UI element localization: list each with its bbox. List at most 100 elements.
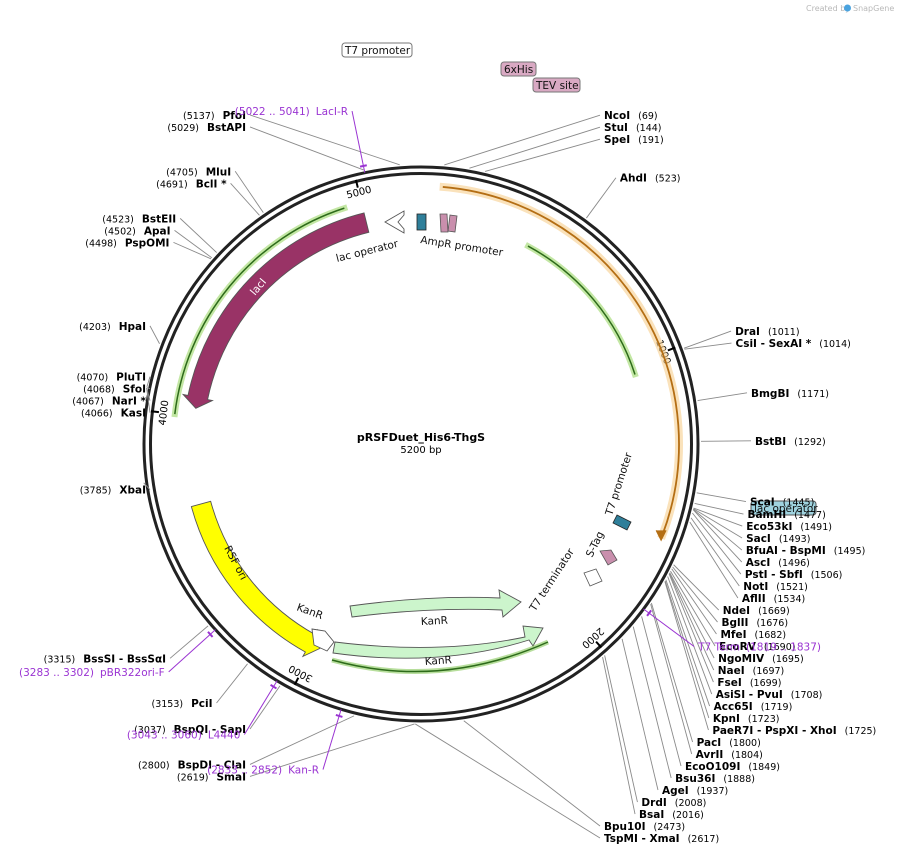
primer-mark: [207, 631, 214, 638]
site-label: PaeR7I - PspXI - XhoI (1725): [712, 725, 876, 737]
site-position: (1676): [756, 618, 788, 629]
site-label: (5029) BstAPI: [167, 122, 246, 134]
primer-label: (5022 .. 5041)LacI-R: [235, 106, 348, 118]
site-position: (5029): [167, 123, 199, 134]
site-position: (1495): [834, 546, 866, 557]
site-label: DraI(1011): [735, 326, 799, 338]
primer-label: (2833 .. 2852)Kan-R: [207, 765, 319, 777]
features: [171, 182, 683, 658]
tev-site-box: TEV site: [532, 77, 581, 93]
tick-label: 5000: [345, 185, 372, 202]
site-label: (3785)XbaI: [80, 485, 146, 497]
site-name: BspDI - ClaI: [178, 759, 246, 771]
site-position: (2016): [672, 810, 704, 821]
site-name: SpeI: [604, 134, 630, 146]
site-label: BamHI(1477): [747, 509, 825, 521]
primer-range: (3043 .. 3060): [127, 730, 202, 742]
site-position: (1697): [753, 666, 785, 677]
site-label: NgoMIV(1695): [718, 653, 804, 665]
site-position: (4070): [77, 373, 109, 384]
site-name: TspMI - XmaI: [604, 833, 680, 845]
site-position: (3153): [152, 699, 184, 710]
site-position: (1491): [800, 522, 832, 533]
t7-promoter-label: T7 promoter: [603, 451, 635, 518]
site-position: (4068): [83, 385, 115, 396]
site-name: BglII: [722, 617, 749, 629]
site-name: XbaI: [119, 485, 146, 497]
tick-mark: [595, 640, 603, 649]
site-name: DrdI: [641, 797, 666, 809]
site-name: SacI: [746, 533, 771, 545]
small-features: [311, 210, 632, 675]
site-name: EcoRV: [719, 641, 757, 653]
site-label: (2800) BspDI - ClaI: [138, 759, 246, 771]
site-position: (3037): [134, 725, 166, 736]
site-position: (1695): [772, 654, 804, 665]
site-position: (1292): [794, 437, 826, 448]
primer-label: (3043 .. 3060)L4440: [127, 730, 241, 742]
site-label: AhdI(523): [620, 173, 681, 185]
site-label: CsiI - SexAI *(1014): [735, 338, 850, 350]
site-label: NcoI(69): [604, 110, 658, 122]
site-label: DrdI(2008): [641, 797, 706, 809]
site-position: (2800): [138, 760, 170, 771]
site-position: (1849): [748, 762, 780, 773]
lac-operator-box: lac operator: [750, 500, 818, 516]
site-position: (4523): [102, 214, 134, 225]
credit: Created by SnapGene: [806, 4, 894, 13]
t7-promoter-box: T7 promoter: [341, 42, 413, 58]
site-position: (2619): [177, 772, 209, 783]
site-name: AscI: [746, 557, 771, 569]
site-label: SacI (1493): [746, 533, 810, 545]
site-position: (2473): [654, 822, 686, 833]
site-position: (523): [655, 174, 681, 185]
site-position: (1171): [797, 389, 829, 400]
site-name: AgeI: [662, 785, 689, 797]
svg-text:lac operator: lac operator: [754, 503, 818, 515]
lac-operator-label: AmpR promoter: [420, 234, 505, 259]
site-name: PfoI: [223, 110, 246, 122]
primer-label: (3283 .. 3302)pBR322ori-F: [19, 667, 165, 679]
site-position: (1937): [697, 786, 729, 797]
site-label: AvrII(1804): [696, 749, 763, 761]
site-name: BstEII: [142, 213, 176, 225]
boxed-labels: T7 promoter 6xHis TEV site lac operator: [341, 42, 818, 516]
site-name: BstAPI: [207, 122, 246, 134]
site-label: Acc65I(1719): [714, 701, 793, 713]
svg-text:T7 promoter: T7 promoter: [344, 45, 411, 57]
site-label: (4066)KasI: [81, 408, 146, 420]
primer-label: T7 Term(1819 .. 1837): [697, 641, 821, 653]
plasmid-length: 5200 bp: [400, 445, 441, 456]
site-label: TspMI - XmaI(2617): [604, 833, 719, 845]
site-leaders: [143, 110, 751, 839]
site-position: (1493): [779, 534, 811, 545]
site-position: (3315): [44, 654, 76, 665]
primer-name: pBR322ori-F: [100, 667, 165, 679]
site-position: (1725): [845, 726, 877, 737]
site-name: Eco53kI: [746, 521, 792, 533]
primer-labels: (5022 .. 5041)LacI-R T7 Term(1819 .. 1837…: [19, 106, 821, 777]
orf-inner-halo: [524, 242, 639, 378]
site-position: (1669): [758, 606, 790, 617]
site-label: AscI(1496): [746, 557, 810, 569]
site-label: EcoO109I(1849): [685, 761, 780, 773]
site-label: (3153)PciI: [152, 698, 213, 710]
tick-mark: [354, 179, 359, 188]
tick-mark: [293, 677, 300, 686]
site-label: SpeI(191): [604, 134, 664, 146]
lac-operator-top: [416, 213, 427, 231]
site-name: KpnI: [713, 713, 740, 725]
credit-prefix: Created by: [806, 4, 850, 13]
site-labels: NcoI(69)StuI(144)SpeI(191)AhdI(523)DraI(…: [44, 110, 877, 845]
site-label: BsaI(2016): [639, 809, 704, 821]
site-position: (4066): [81, 409, 113, 420]
site-label: BfuAI - BspMI(1495): [746, 545, 865, 557]
site-name: PluTI: [116, 372, 146, 384]
site-position: (1723): [748, 714, 780, 725]
t7-terminator-label: T7 terminator: [527, 546, 577, 615]
site-name: BclI *: [196, 178, 227, 190]
site-name: PaeR7I - PspXI - XhoI: [712, 725, 836, 737]
site-label: (3037)BspQI - SapI: [134, 724, 246, 736]
site-position: (1521): [776, 582, 808, 593]
site-position: (1011): [768, 327, 800, 338]
